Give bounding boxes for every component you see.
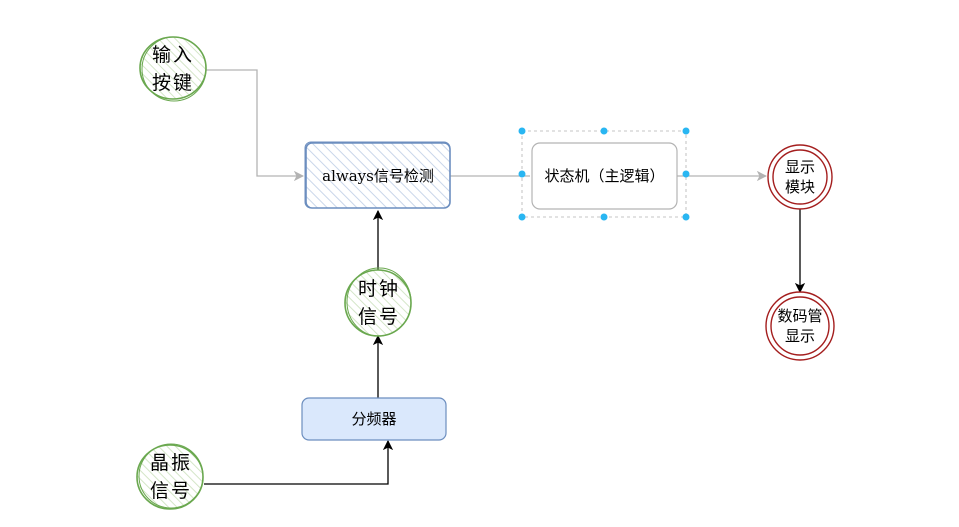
node-segment-display[interactable] [765, 291, 835, 361]
node-divider[interactable] [301, 397, 447, 441]
edge-crystal-to-divider [204, 441, 388, 485]
node-crystal-signal[interactable] [136, 443, 204, 510]
node-always-detect[interactable] [304, 141, 451, 209]
selection-handles[interactable] [518, 127, 690, 221]
node-display-module[interactable] [767, 144, 833, 210]
node-clock-signal[interactable] [344, 267, 412, 337]
edge-input-to-always [206, 69, 303, 176]
node-state-machine[interactable] [521, 130, 687, 218]
node-input-key[interactable] [139, 36, 207, 102]
